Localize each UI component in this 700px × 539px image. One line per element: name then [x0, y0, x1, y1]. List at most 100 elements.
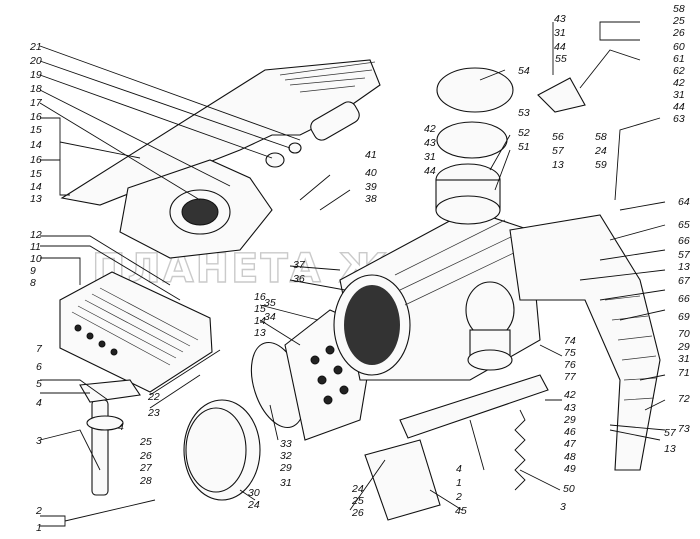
callout-66a: 66 [678, 235, 690, 247]
callout-22: 22 [147, 391, 160, 403]
callout-16c: 16 [254, 291, 266, 303]
callout-40: 40 [365, 167, 377, 179]
callout-29c: 29 [563, 414, 576, 426]
callout-8: 8 [30, 277, 36, 289]
callout-48: 48 [564, 451, 576, 463]
callout-30: 30 [248, 487, 260, 499]
callout-35: 35 [264, 297, 276, 309]
mounting-plate-part [119, 159, 273, 259]
callout-5: 5 [36, 378, 42, 390]
callout-72: 72 [678, 393, 690, 405]
callout-50: 50 [563, 483, 575, 495]
callout-52: 52 [518, 127, 530, 139]
callout-13e: 13 [664, 443, 676, 455]
callout-3a: 3 [36, 435, 42, 447]
callout-45: 45 [455, 505, 467, 517]
callout-58b: 58 [673, 3, 685, 15]
callout-64: 64 [678, 196, 690, 208]
callout-10: 10 [30, 253, 42, 265]
callout-58a: 58 [595, 131, 607, 143]
callout-4c: 4 [456, 463, 462, 475]
callout-42c: 42 [564, 389, 576, 401]
callout-42a: 42 [424, 123, 436, 135]
callout-15c: 15 [254, 303, 266, 315]
callout-34: 34 [264, 311, 276, 323]
callout-31c: 31 [673, 89, 685, 101]
stud-assembly-part [79, 379, 141, 496]
clamp-sleeve-part [265, 101, 360, 168]
callout-39: 39 [365, 181, 377, 193]
callout-46: 46 [564, 426, 576, 438]
callout-65: 65 [678, 219, 690, 231]
callout-77: 77 [564, 371, 577, 383]
callout-14c: 14 [254, 315, 266, 327]
callout-13a: 13 [30, 193, 42, 205]
end-cap-part [183, 399, 261, 501]
callout-25a: 25 [672, 15, 685, 27]
callout-74: 74 [564, 335, 576, 347]
callout-63: 63 [673, 113, 685, 125]
callout-51: 51 [518, 141, 530, 153]
callout-57a: 57 [552, 145, 565, 157]
callout-19: 19 [30, 69, 42, 81]
callout-32: 32 [280, 450, 292, 462]
callout-57b: 57 [678, 249, 691, 261]
callout-26b: 26 [139, 450, 152, 462]
callout-13b: 13 [552, 159, 564, 171]
callout-70: 70 [678, 328, 690, 340]
callout-61: 61 [673, 53, 685, 65]
bracket-part [537, 77, 586, 113]
callout-28: 28 [139, 475, 152, 487]
callout-7: 7 [36, 343, 43, 355]
top-cup-part [435, 67, 514, 225]
callout-13d: 13 [254, 327, 266, 339]
callout-16a: 16 [30, 111, 42, 123]
callout-43b: 43 [424, 137, 436, 149]
callout-56: 56 [552, 131, 564, 143]
callout-16b: 16 [30, 154, 42, 166]
callout-labels: 2120191817161514161514131211109876543214… [29, 3, 691, 534]
callout-49: 49 [564, 463, 576, 475]
callout-71: 71 [678, 367, 690, 379]
callout-14a: 14 [30, 139, 42, 151]
callout-17: 17 [30, 97, 43, 109]
callout-31a: 31 [554, 27, 566, 39]
callout-43c: 43 [564, 402, 576, 414]
callout-2a: 2 [35, 505, 42, 517]
callout-47: 47 [564, 438, 577, 450]
callout-26c: 26 [351, 507, 364, 519]
callout-15b: 15 [30, 168, 42, 180]
callout-18: 18 [30, 83, 42, 95]
callout-31b: 31 [424, 151, 436, 163]
callout-41: 41 [365, 149, 377, 161]
callout-37: 37 [293, 259, 306, 271]
callout-42b: 42 [673, 77, 685, 89]
callout-26a: 26 [672, 27, 685, 39]
callout-31d: 31 [678, 353, 690, 365]
callout-43a: 43 [554, 13, 566, 25]
callout-59: 59 [595, 159, 607, 171]
callout-38: 38 [365, 193, 377, 205]
callout-31e: 31 [280, 477, 292, 489]
callout-29b: 29 [279, 462, 292, 474]
callout-44b: 44 [424, 165, 436, 177]
callout-69: 69 [678, 311, 690, 323]
callout-24c: 24 [351, 483, 364, 495]
callout-1a: 1 [36, 522, 42, 534]
callout-66b: 66 [678, 293, 690, 305]
callout-21: 21 [29, 41, 42, 53]
callout-27: 27 [139, 462, 153, 474]
callout-4a: 4 [36, 397, 42, 409]
support-bracket-part [364, 439, 441, 521]
callout-20: 20 [29, 55, 42, 67]
callout-55: 55 [555, 53, 567, 65]
callout-62: 62 [673, 65, 685, 77]
callout-4b: 4 [118, 421, 124, 433]
outlet-spout-part [465, 281, 515, 371]
callout-6: 6 [36, 361, 42, 373]
callout-53: 53 [518, 107, 530, 119]
callout-76: 76 [564, 359, 576, 371]
leader-lines [39, 21, 666, 527]
callout-3b: 3 [560, 501, 566, 513]
callout-29a: 29 [677, 341, 690, 353]
